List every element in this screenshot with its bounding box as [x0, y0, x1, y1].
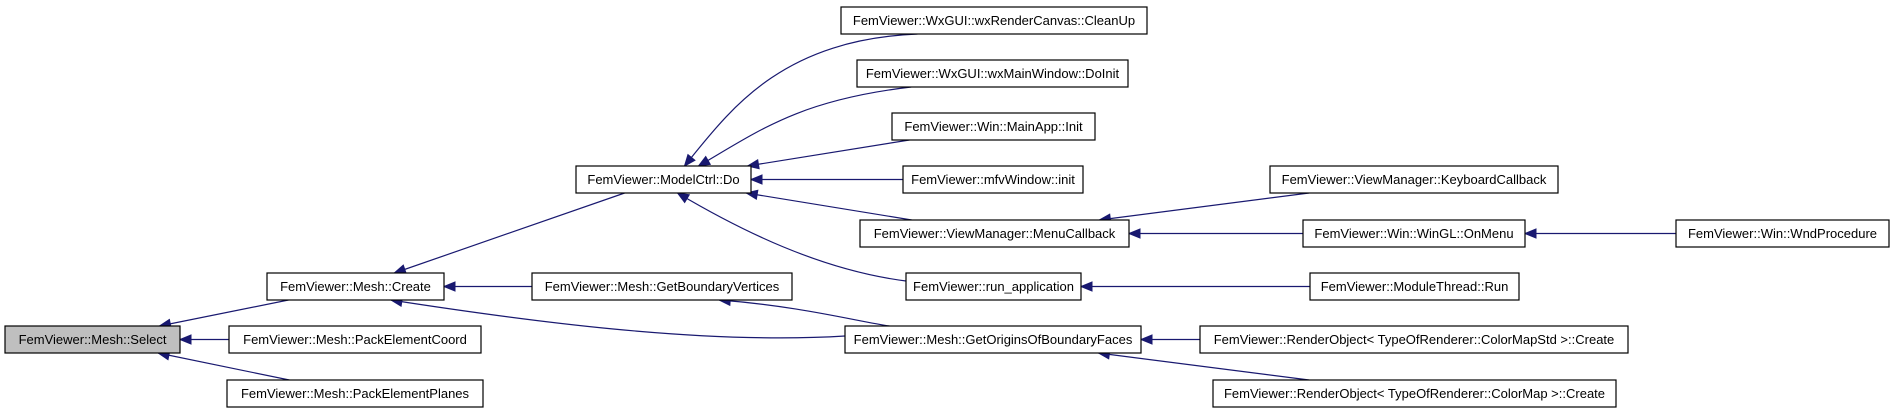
node-box[interactable]: [844, 325, 1142, 354]
graph-node[interactable]: FemViewer::mfvWindow::init: [902, 165, 1084, 194]
edge-n6-to-n5: [717, 295, 890, 327]
node-label: FemViewer::mfvWindow::init: [911, 172, 1075, 187]
node-label: FemViewer::Mesh::GetOriginsOfBoundaryFac…: [854, 332, 1133, 347]
node-box[interactable]: [1302, 219, 1526, 248]
graph-node[interactable]: FemViewer::RenderObject< TypeOfRenderer:…: [1212, 379, 1617, 408]
node-label: FemViewer::run_application: [913, 279, 1074, 294]
node-box[interactable]: [1269, 165, 1559, 194]
node-box[interactable]: [1675, 219, 1890, 248]
edge-n9-to-n4: [746, 139, 910, 170]
edge-n1-to-n0: [158, 299, 289, 329]
edge-n18-to-n14: [1523, 228, 1676, 239]
node-label: FemViewer::Mesh::PackElementCoord: [243, 332, 467, 347]
graph-node[interactable]: FemViewer::run_application: [905, 272, 1082, 301]
edge-n10-to-n4: [749, 174, 903, 185]
graph-node[interactable]: FemViewer::Mesh::PackElementPlanes: [226, 379, 484, 408]
node-label: FemViewer::Mesh::Create: [280, 279, 431, 294]
graph-node[interactable]: FemViewer::Mesh::GetBoundaryVertices: [531, 272, 793, 301]
node-box[interactable]: [1212, 379, 1617, 408]
node-label: FemViewer::RenderObject< TypeOfRenderer:…: [1224, 386, 1605, 401]
node-label: FemViewer::ViewManager::MenuCallback: [874, 226, 1116, 241]
node-box[interactable]: [266, 272, 445, 301]
node-label: FemViewer::Mesh::GetBoundaryVertices: [545, 279, 780, 294]
edge-n5-to-n1: [442, 281, 532, 292]
edge-n12-to-n4: [676, 192, 907, 282]
node-box[interactable]: [1199, 325, 1629, 354]
graph-node[interactable]: FemViewer::ModelCtrl::Do: [575, 165, 752, 194]
node-box[interactable]: [856, 59, 1129, 88]
edge-n7-to-n4: [683, 33, 918, 168]
edge-n4-to-n1: [393, 192, 625, 275]
edges-layer: [156, 33, 1676, 381]
graph-node[interactable]: FemViewer::ViewManager::MenuCallback: [859, 219, 1130, 248]
edge-n3-to-n0: [156, 350, 290, 381]
graph-node[interactable]: FemViewer::Mesh::Create: [266, 272, 445, 301]
node-box[interactable]: [840, 6, 1148, 35]
node-box[interactable]: [575, 165, 752, 194]
graph-node[interactable]: FemViewer::Win::WndProcedure: [1675, 219, 1890, 248]
node-label: FemViewer::ViewManager::KeyboardCallback: [1282, 172, 1547, 187]
root-node-box[interactable]: [4, 325, 181, 354]
node-label: FemViewer::Mesh::Select: [19, 332, 167, 347]
edge-n2-to-n0: [178, 334, 229, 345]
node-box[interactable]: [531, 272, 793, 301]
node-label: FemViewer::ModuleThread::Run: [1321, 279, 1509, 294]
graph-node[interactable]: FemViewer::Win::MainApp::Init: [891, 112, 1096, 141]
edge-n16-to-n6: [1139, 334, 1200, 345]
node-box[interactable]: [905, 272, 1082, 301]
edge-n8-to-n4: [697, 86, 912, 167]
node-label: FemViewer::RenderObject< TypeOfRenderer:…: [1214, 332, 1615, 347]
node-box[interactable]: [891, 112, 1096, 141]
graph-node[interactable]: FemViewer::ModuleThread::Run: [1309, 272, 1520, 301]
graph-node[interactable]: FemViewer::Mesh::Select: [4, 325, 181, 354]
edge-n14-to-n11: [1127, 228, 1303, 239]
node-label: FemViewer::Mesh::PackElementPlanes: [241, 386, 470, 401]
edge-n15-to-n12: [1079, 281, 1310, 292]
node-box[interactable]: [226, 379, 484, 408]
nodes-layer: FemViewer::Mesh::SelectFemViewer::Mesh::…: [4, 6, 1890, 408]
node-box[interactable]: [902, 165, 1084, 194]
edge-n13-to-n11: [1098, 192, 1310, 224]
edge-n17-to-n6: [1097, 349, 1310, 381]
graph-node[interactable]: FemViewer::RenderObject< TypeOfRenderer:…: [1199, 325, 1629, 354]
node-label: FemViewer::Win::MainApp::Init: [904, 119, 1083, 134]
node-box[interactable]: [859, 219, 1130, 248]
node-label: FemViewer::WxGUI::wxRenderCanvas::CleanU…: [853, 13, 1135, 28]
graph-node[interactable]: FemViewer::WxGUI::wxRenderCanvas::CleanU…: [840, 6, 1148, 35]
edge-n11-to-n4: [744, 189, 912, 221]
node-label: FemViewer::ModelCtrl::Do: [587, 172, 739, 187]
graph-node[interactable]: FemViewer::WxGUI::wxMainWindow::DoInit: [856, 59, 1129, 88]
node-box[interactable]: [228, 325, 482, 354]
graph-node[interactable]: FemViewer::Mesh::PackElementCoord: [228, 325, 482, 354]
graph-node[interactable]: FemViewer::Mesh::GetOriginsOfBoundaryFac…: [844, 325, 1142, 354]
node-label: FemViewer::Win::WinGL::OnMenu: [1314, 226, 1513, 241]
graph-node[interactable]: FemViewer::Win::WinGL::OnMenu: [1302, 219, 1526, 248]
node-label: FemViewer::WxGUI::wxMainWindow::DoInit: [866, 66, 1120, 81]
graph-node[interactable]: FemViewer::ViewManager::KeyboardCallback: [1269, 165, 1559, 194]
node-label: FemViewer::Win::WndProcedure: [1688, 226, 1877, 241]
node-box[interactable]: [1309, 272, 1520, 301]
